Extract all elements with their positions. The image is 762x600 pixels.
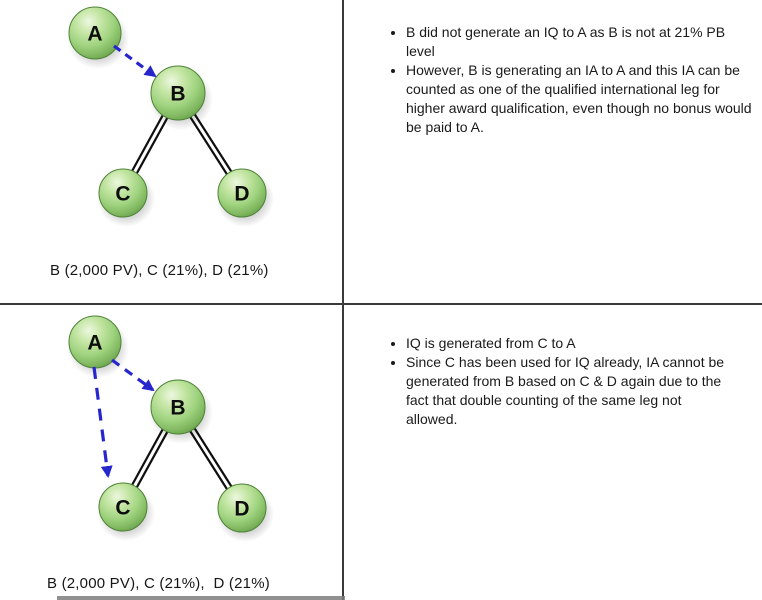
arrow-a-to-b (113, 44, 157, 78)
arrow-a-to-b (111, 358, 155, 392)
bottom-bullet-list: IQ is generated from C to A Since C has … (384, 334, 736, 429)
node-d (217, 483, 267, 533)
vertical-divider (342, 0, 344, 600)
node-b (150, 65, 206, 121)
top-caption: B (2,000 PV), C (21%), D (21%) (50, 262, 269, 279)
bullet-item: However, B is generating an IA to A and … (406, 61, 752, 137)
node-a (68, 6, 122, 60)
bullet-item: IQ is generated from C to A (406, 334, 736, 353)
node-d (217, 168, 267, 218)
arrow-a-to-c (92, 366, 113, 478)
node-c-label: C (115, 183, 130, 206)
node-c (98, 168, 148, 218)
node-b-label: B (170, 397, 185, 420)
top-network-diagram: A B C D (67, 6, 274, 227)
node-d-label: D (234, 498, 249, 521)
bullet-item: Since C has been used for IQ already, IA… (406, 353, 736, 429)
node-c-label: C (115, 497, 130, 520)
bullet-item: B did not generate an IQ to A as B is no… (406, 23, 752, 61)
cutoff-bar (57, 596, 345, 600)
bottom-network-diagram: A B C D (67, 315, 274, 542)
node-c (98, 482, 148, 532)
node-b (150, 379, 206, 435)
node-d-label: D (234, 183, 249, 206)
node-a-label: A (87, 332, 102, 355)
horizontal-divider (0, 303, 762, 305)
node-a-label: A (87, 23, 102, 46)
node-b-label: B (170, 83, 185, 106)
bottom-caption: B (2,000 PV), C (21%), D (21%) (47, 575, 270, 592)
top-bullet-list: B did not generate an IQ to A as B is no… (384, 23, 752, 137)
